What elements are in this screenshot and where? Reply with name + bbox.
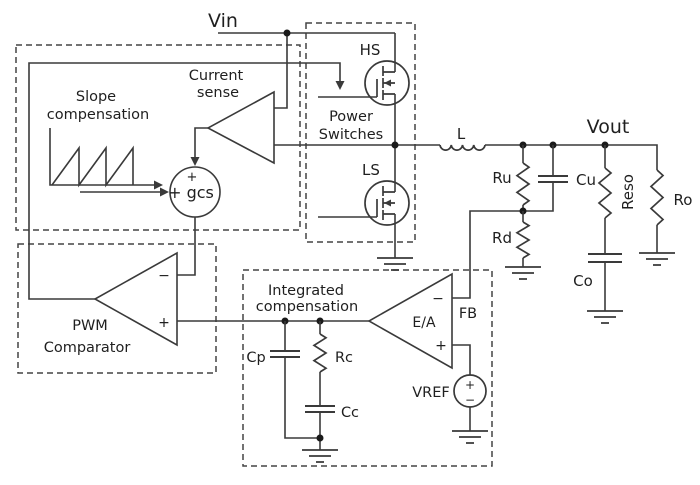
fb-label: FB bbox=[459, 306, 477, 322]
wire-ea-plus-input bbox=[452, 344, 471, 375]
hs-mosfet-body bbox=[364, 60, 410, 106]
wire-pwm-output-loop bbox=[28, 62, 341, 300]
error-amp-triangle bbox=[367, 272, 453, 370]
sense-out-arrow-icon bbox=[190, 157, 200, 166]
ground-symbol-ro bbox=[639, 252, 675, 266]
current-sense-label-2: sense bbox=[197, 85, 239, 101]
hs-arrow-icon bbox=[384, 79, 391, 87]
pwm-minus-sign: − bbox=[158, 268, 170, 284]
ground-symbol-vref bbox=[452, 430, 488, 444]
resistor-ru bbox=[515, 145, 531, 211]
vin-label: Vin bbox=[208, 10, 238, 32]
vout-label: Vout bbox=[587, 116, 630, 138]
control-loop-box bbox=[15, 44, 301, 231]
ru-label: Ru bbox=[492, 169, 511, 187]
cu-label: Cu bbox=[576, 171, 596, 189]
power-switches-label-1: Power bbox=[329, 109, 373, 125]
ea-minus-sign: − bbox=[432, 291, 444, 307]
hs-label: HS bbox=[360, 41, 381, 59]
vref-plus-sign: + bbox=[465, 378, 475, 392]
ground-symbol-cc bbox=[302, 449, 338, 463]
power-switches-box bbox=[305, 22, 416, 243]
pwm-comparator-triangle bbox=[93, 251, 178, 347]
power-switches-label-2: Switches bbox=[319, 127, 383, 143]
gcs-plus-sign: + bbox=[187, 170, 198, 185]
junction-dot bbox=[391, 141, 399, 149]
cp-label: Cp bbox=[246, 350, 265, 366]
capacitor-cp bbox=[270, 321, 320, 439]
sawtooth-waveform bbox=[49, 128, 163, 190]
ro-label: Ro bbox=[674, 191, 693, 209]
wire-fb bbox=[452, 210, 523, 299]
integrated-comp-label-1: Integrated bbox=[268, 283, 344, 299]
ground-symbol-co bbox=[587, 310, 623, 324]
ls-label: LS bbox=[362, 161, 380, 179]
ground-symbol-ls bbox=[377, 257, 413, 271]
vref-label: VREF bbox=[412, 385, 450, 401]
current-sense-amp bbox=[206, 90, 275, 165]
wire-vin-to-current-sense bbox=[274, 33, 288, 109]
ls-mosfet bbox=[318, 145, 410, 258]
capacitor-co bbox=[588, 253, 622, 311]
slope-comp-label-1: Slope bbox=[76, 89, 116, 105]
hs-mosfet bbox=[318, 33, 410, 145]
compensation-box bbox=[242, 269, 493, 467]
cc-label: Cc bbox=[341, 405, 359, 421]
capacitor-cu bbox=[523, 145, 568, 212]
slope-comp-label-2: compensation bbox=[47, 107, 150, 123]
slope-arrow-icon bbox=[160, 187, 169, 197]
ea-plus-sign: + bbox=[435, 338, 447, 354]
ls-arrow-icon bbox=[384, 199, 391, 207]
capacitor-cc bbox=[305, 405, 335, 450]
ls-mosfet-body bbox=[364, 180, 410, 226]
rc-label: Rc bbox=[335, 350, 353, 366]
error-amp-label: E/A bbox=[412, 315, 436, 331]
inductor-L bbox=[439, 144, 486, 151]
pwm-label-2: Comparator bbox=[44, 340, 131, 356]
resistor-ro bbox=[649, 169, 665, 253]
pwm-label-1: PWM bbox=[72, 318, 108, 334]
inductor-label: L bbox=[457, 125, 466, 143]
wire-current-sense-out bbox=[194, 127, 208, 157]
pwm-comparator-box bbox=[17, 243, 217, 374]
gate-drive-arrow-icon bbox=[335, 81, 345, 90]
pwm-plus-sign: + bbox=[158, 315, 170, 331]
wire-vout-rail bbox=[485, 144, 658, 170]
vref-minus-sign: − bbox=[465, 393, 475, 407]
reso-label: Reso bbox=[619, 174, 637, 210]
axis-arrow-icon bbox=[154, 180, 163, 190]
current-sense-label-1: Current bbox=[189, 68, 244, 84]
junction-dot bbox=[316, 434, 324, 442]
gcs-label: + gcs bbox=[168, 183, 214, 202]
wire-gcs-to-pwm bbox=[177, 217, 196, 276]
vref-source bbox=[453, 374, 487, 431]
integrated-comp-label-2: compensation bbox=[256, 299, 359, 315]
junction-dot bbox=[283, 29, 291, 37]
resistor-rc bbox=[312, 321, 328, 406]
resistor-reso bbox=[597, 145, 613, 254]
resistor-rd bbox=[515, 211, 531, 267]
co-label: Co bbox=[573, 272, 593, 290]
rd-label: Rd bbox=[492, 229, 512, 247]
ground-symbol-rd bbox=[505, 266, 541, 280]
